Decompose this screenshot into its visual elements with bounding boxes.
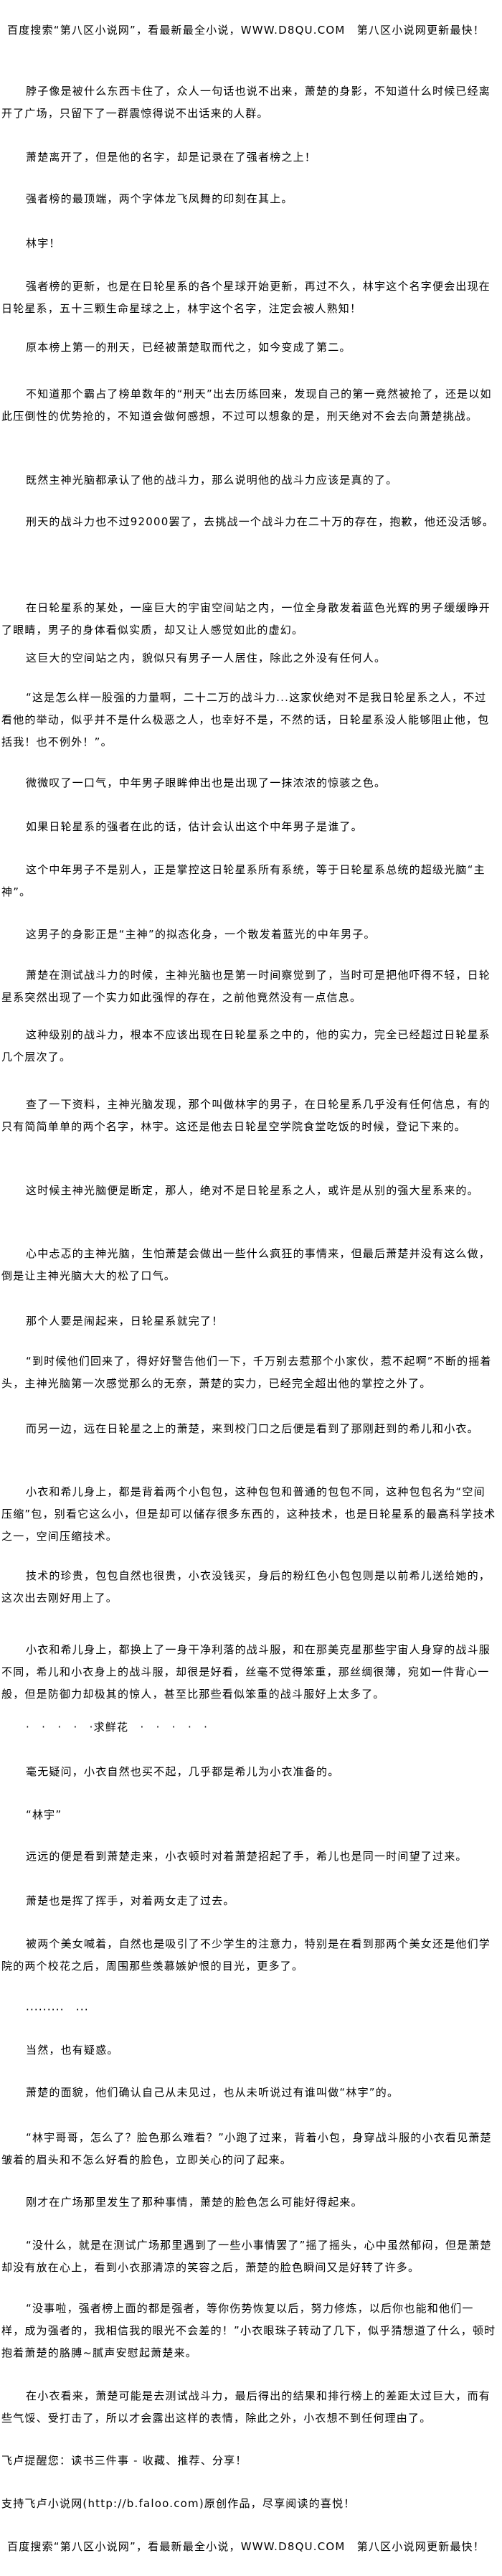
paragraph: 如果日轮星系的强者在此的话，估计会认出这个中年男子是谁了。 — [26, 820, 363, 833]
paragraph: 这时候主神光脑便是断定，那人，绝对不是日轮星系之人，或许是从别的强大星系来的。 — [26, 1184, 479, 1197]
faloo-reminder: 飞卢提醒您：读书三件事 - 收藏、推荐、分享！ — [1, 2454, 247, 2467]
paragraph: “没什么，就是在测试广场那里遇到了一些小事情罢了”摇了摇头，心中虽然郁闷，但是萧… — [1, 2239, 492, 2274]
paragraph: 不知道那个霸占了榜单数年的“刑天”出去历练回来，发现自己的第一竟然被抢了，还是以… — [1, 387, 492, 423]
paragraph: 强者榜的最顶端，两个字体龙飞凤舞的印刻在其上。 — [26, 192, 293, 205]
paragraph: 小衣和希儿身上，都换上了一身干净利落的战斗服，和在那美克星那些宇宙人身穿的战斗服… — [1, 1643, 491, 1701]
paragraph: 远远的便是看到萧楚走来，小衣顿时对着萧楚招起了手，希儿也是同一时间望了过来。 — [26, 1850, 468, 1863]
paragraph: 萧楚离开了，但是他的名字，却是记录在了强者榜之上！ — [26, 151, 317, 164]
paragraph: 刚才在广场那里发生了那种事情，萧楚的脸色怎么可能好得起来。 — [26, 2196, 363, 2209]
paragraph: 这巨大的空间站之内，貌似只有男子一人居住，除此之外没有任何人。 — [26, 652, 387, 664]
site-notice-top: 百度搜索“第八区小说网”，看最新最全小说，WWW.D8QU.COM 第八区小说网… — [7, 24, 485, 37]
paragraph: 小衣和希儿身上，都是背着两个小包包，这种包包和普通的包包不同，这种包包名为“空间… — [1, 1485, 496, 1543]
paragraph: 心中忐忑的主神光脑，生怕萧楚会做出一些什么疯狂的事情来，但最后萧楚并没有这么做，… — [1, 1247, 491, 1282]
paragraph: 在小衣看来，萧楚可能是去测试战斗力，最后得出的结果和排行榜上的差距太过巨大，而有… — [1, 2389, 491, 2425]
paragraph: 而另一边，远在日轮星之上的萧楚，来到校门口之后便是看到了那刚赶到的希儿和小衣。 — [26, 1422, 479, 1435]
paragraph: 萧楚在测试战斗力的时候，主神光脑也是第一时间察觉到了，当时可是把他吓得不轻，日轮… — [1, 969, 491, 1004]
paragraph: 萧楚的面貌，他们确认自己从未见过，也从未听说过有谁叫做“林宇”的。 — [26, 2086, 399, 2099]
section-divider: ········· ··· — [26, 2003, 89, 2016]
paragraph: 这个中年男子不是别人，正是掌控这日轮星系所有系统，等于日轮星系总统的超级光脑“主… — [1, 863, 486, 898]
paragraph: 在日轮星系的某处，一座巨大的宇宙空间站之内，一位全身散发着蓝色光辉的男子缓缓睁开… — [1, 601, 491, 636]
paragraph: 萧楚也是挥了挥手，对着两女走了过去。 — [26, 1894, 235, 1907]
paragraph: 被两个美女喊着，自然也是吸引了不少学生的注意力，特别是在看到那两个美女还是他们学… — [1, 1937, 491, 1973]
paragraph: 技术的珍贵，包包自然也很贵，小衣没钱买，身后的粉红色小包包则是以前希儿送给她的，… — [1, 1569, 491, 1604]
paragraph: 既然主神光脑都承认了他的战斗力，那么说明他的战斗力应该是真的了。 — [26, 474, 398, 486]
faloo-support-link[interactable]: 支持飞卢小说网(http://b.faloo.com)原创作品，尽享阅读的喜悦！ — [1, 2497, 356, 2510]
paragraph: “这是怎么样一股强的力量啊，二十二万的战斗力...这家伙绝对不是我日轮星系之人，… — [1, 691, 490, 748]
paragraph: 这男子的身影正是“主神”的拟态化身，一个散发着蓝光的中年男子。 — [26, 928, 376, 941]
paragraph: 查了一下资料，主神光脑发现，那个叫做林宇的男子，在日轮星系几乎没有任何信息，有的… — [1, 1098, 491, 1133]
paragraph: 毫无疑问，小衣自然也买不起，几乎都是希儿为小衣准备的。 — [26, 1765, 340, 1778]
paragraph: 强者榜的更新，也是在日轮星系的各个星球开始更新，再过不久，林宇这个名字便会出现在… — [1, 280, 491, 315]
paragraph: 刑天的战斗力也不过92000罢了，去挑战一个战斗力在二十万的存在，抱歉，他还没活… — [26, 515, 495, 528]
paragraph: 这种级别的战斗力，根本不应该出现在日轮星系之中的，他的实力，完全已经超过日轮星系… — [1, 1028, 491, 1063]
paragraph: “林宇” — [26, 1808, 62, 1821]
site-notice-bottom: 百度搜索“第八区小说网”，看最新最全小说，WWW.D8QU.COM 第八区小说网… — [7, 2540, 485, 2553]
paragraph: “林宇哥哥，怎么了？脸色那么难看？”小跑了过来，背着小包，身穿战斗服的小衣看见萧… — [1, 2131, 492, 2166]
paragraph: 林宇！ — [26, 237, 61, 250]
paragraph: “没事啦，强者榜上面的都是强者，等你伤势恢复以后，努力修炼，以后你也能和他们一样… — [1, 2302, 496, 2359]
paragraph: 微微叹了一口气，中年男子眼眸伸出也是出现了一抹浓浓的惊骇之色。 — [26, 776, 387, 789]
paragraph: 当然，也有疑惑。 — [26, 2044, 119, 2056]
section-divider: · · · · ·求鲜花 · · · · · — [26, 1721, 209, 1734]
paragraph: “到时候他们回来了，得好好警告他们一下，千万别去惹那个小家伙，惹不起啊”不断的摇… — [1, 1355, 492, 1390]
paragraph: 那个人要是闹起来，日轮星系就完了！ — [26, 1315, 224, 1327]
paragraph: 脖子像是被什么东西卡住了，众人一句话也说不出来，萧楚的身影，不知道什么时候已经离… — [1, 85, 491, 120]
paragraph: 原本榜上第一的刑天，已经被萧楚取而代之，如今变成了第二。 — [26, 341, 351, 354]
